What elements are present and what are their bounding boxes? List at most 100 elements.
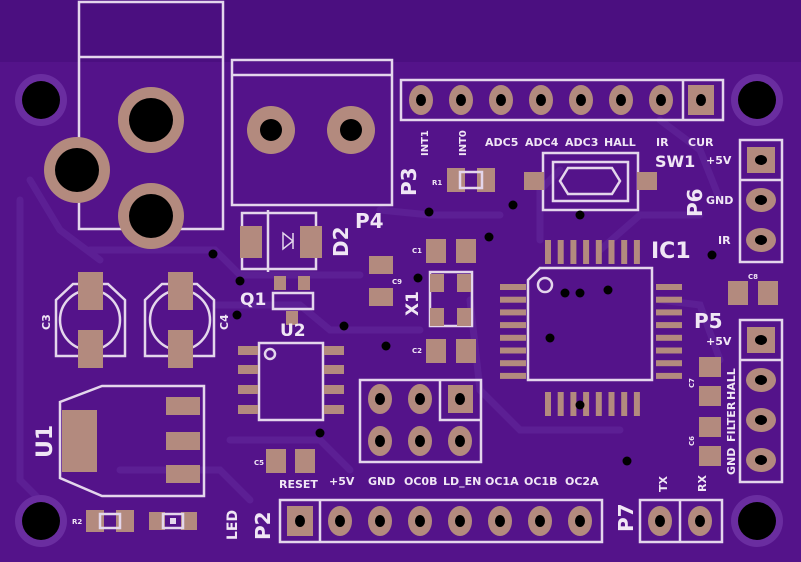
ic1-pad-left-4 <box>500 322 526 329</box>
via-10 <box>575 210 585 220</box>
c7-capacitor: C7 <box>688 357 721 406</box>
p7-pin-label-rx: RX <box>696 475 709 492</box>
ic1-pad-bottom-8 <box>633 392 640 416</box>
dc-jack <box>44 0 225 249</box>
ic1-pad-bottom-6 <box>608 392 615 416</box>
p5-pin-label-filter: FILTER <box>725 401 738 442</box>
c3-capacitor: C3 <box>40 272 127 368</box>
p5-pin-label-hall: HALL <box>725 368 738 400</box>
ic1-pad-top-4 <box>583 240 590 264</box>
p3-pin-label-int0: INT0 <box>458 130 469 156</box>
via-12 <box>575 288 585 298</box>
via-14 <box>575 400 585 410</box>
ic1-pad-right-6 <box>656 347 682 354</box>
via-7 <box>424 207 434 217</box>
ic1-pad-top-8 <box>633 240 640 264</box>
ic1-pad-bottom-2 <box>557 392 564 416</box>
via-6 <box>315 428 325 438</box>
ic1-pad-top-6 <box>608 240 615 264</box>
via-17 <box>603 285 613 295</box>
ic1-pad-right-7 <box>656 360 682 367</box>
ic1-pad-top-2 <box>557 240 564 264</box>
c4-label: C4 <box>218 314 231 330</box>
c9-label: C9 <box>392 278 402 286</box>
u2-ic: U2 <box>238 321 344 422</box>
d2-diode: D2 <box>240 210 353 272</box>
p2-pin-label-gnd: GND <box>368 475 395 488</box>
sw1-switch: SW1 <box>524 151 695 212</box>
p2-drill-7 <box>535 515 545 527</box>
r1-label: R1 <box>432 179 442 187</box>
via-11 <box>560 288 570 298</box>
p2-drill-4 <box>415 515 425 527</box>
mounting-holes <box>15 74 783 547</box>
ic1-pad-right-4 <box>656 322 682 329</box>
c6-capacitor: C6 <box>688 417 721 466</box>
p6-pin-label-gnd: GND <box>706 194 733 207</box>
p5-pin-label-gnd: GND <box>725 448 738 475</box>
q1-label: Q1 <box>240 290 266 310</box>
c4-capacitor: C4 <box>143 272 231 368</box>
ic1-pad-top-7 <box>621 240 628 264</box>
ic1-pad-bottom-5 <box>595 392 602 416</box>
c1-label: C1 <box>412 247 422 255</box>
ic1-microcontroller: IC1 <box>500 239 691 416</box>
sw1-label: SW1 <box>655 152 695 171</box>
ic1-pad-top-5 <box>595 240 602 264</box>
u1-regulator: U1 <box>33 384 206 498</box>
ic1-pad-bottom-1 <box>545 392 551 416</box>
p2-label: P2 <box>251 511 275 540</box>
via-15 <box>622 456 632 466</box>
c5-label: C5 <box>254 459 264 467</box>
p2-pin-label-oc1b: OC1B <box>524 475 557 488</box>
x1-crystal: X1 <box>403 270 474 328</box>
c2-label: C2 <box>412 347 422 355</box>
c9-capacitor: C9 <box>369 256 402 306</box>
ic1-pad-left-8 <box>500 372 526 379</box>
via-1 <box>208 249 218 259</box>
ic1-pad-right-8 <box>656 372 682 379</box>
p3-drill-7 <box>656 94 666 106</box>
p4-terminal: P4 <box>230 58 394 233</box>
ic1-pad-left-7 <box>500 360 526 367</box>
via-9 <box>508 200 518 210</box>
ic1-pad-bottom-7 <box>621 392 628 416</box>
via-16 <box>707 250 717 260</box>
p2-pin-label-ld-en: LD_EN <box>443 475 481 488</box>
p3-drill-2 <box>456 94 466 106</box>
via-18 <box>413 273 423 283</box>
c1-capacitor: C1 <box>412 239 476 263</box>
p3-pin-label-adc3: ADC3 <box>565 136 598 149</box>
p2-drill-2 <box>335 515 345 527</box>
ic1-pad-top-3 <box>570 240 577 264</box>
ic1-pad-bottom-3 <box>570 392 577 416</box>
ic1-pad-left-1 <box>500 284 526 290</box>
x1-label: X1 <box>403 291 423 316</box>
p2-drill-6 <box>495 515 505 527</box>
p2-drill-8 <box>575 515 585 527</box>
p3-label: P3 <box>397 167 421 196</box>
p7-header: P7 TX RX <box>614 475 724 544</box>
q1-transistor: Q1 <box>240 276 315 325</box>
c3-label: C3 <box>40 314 53 330</box>
isp-header <box>358 378 483 464</box>
p4-label: P4 <box>355 209 384 233</box>
p2-header: P2 +5V GND OC0B LD_EN OC1A OC1B OC2A <box>251 475 604 544</box>
ic1-pad-right-1 <box>656 284 682 290</box>
p5-label: P5 <box>694 309 723 333</box>
ic1-pad-right-3 <box>656 309 682 316</box>
p3-drill-5 <box>576 94 586 106</box>
c8-label: C8 <box>748 273 758 281</box>
p3-drill-3 <box>496 94 506 106</box>
p3-pin-label-cur: CUR <box>688 136 714 149</box>
p7-label: P7 <box>614 503 638 532</box>
p2-drill-5 <box>455 515 465 527</box>
p3-drill-8 <box>696 94 706 106</box>
via-4 <box>339 321 349 331</box>
p3-header: P3 INT1 INT0 ADC5 ADC4 ADC3 HALL IR CUR <box>397 78 725 196</box>
p3-pin-label-hall: HALL <box>604 136 636 149</box>
status-led: LED <box>149 510 241 540</box>
p5-header: P5 +5V HALL FILTER GND <box>694 309 784 484</box>
